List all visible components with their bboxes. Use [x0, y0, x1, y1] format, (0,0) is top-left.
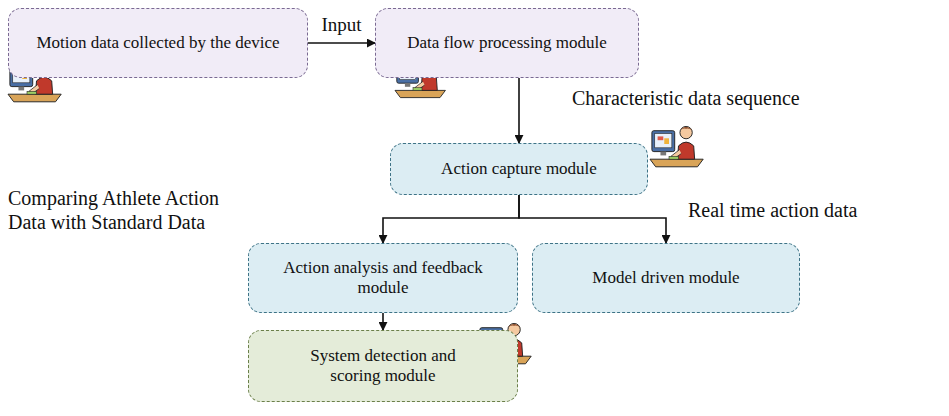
- box-label: System detection and scoring module: [288, 346, 478, 387]
- process-box: Model driven module: [532, 243, 800, 313]
- flow-arrow: [382, 313, 384, 330]
- process-box: Action capture module: [390, 143, 648, 195]
- edge-label: Input: [319, 14, 363, 37]
- flow-arrow: [518, 78, 520, 143]
- box-label: Action analysis and feedback module: [283, 258, 483, 299]
- flow-arrow: [519, 195, 666, 243]
- box-label: Action capture module: [441, 159, 597, 179]
- flow-note: Characteristic data sequence: [572, 86, 800, 110]
- input-box: Motion data collected by the device: [8, 8, 308, 78]
- flow-note: Real time action data: [688, 198, 857, 222]
- flow-arrow: [383, 195, 519, 243]
- process-box: Data flow processing module: [375, 8, 639, 78]
- box-label: Data flow processing module: [407, 33, 607, 53]
- flow-note: Comparing Athlete Action Data with Stand…: [8, 186, 258, 234]
- process-box: Action analysis and feedback module: [248, 243, 518, 313]
- flow-arrow: [308, 42, 375, 44]
- box-label: Motion data collected by the device: [36, 33, 279, 53]
- box-label: Model driven module: [592, 268, 739, 288]
- output-box: System detection and scoring module: [248, 330, 518, 402]
